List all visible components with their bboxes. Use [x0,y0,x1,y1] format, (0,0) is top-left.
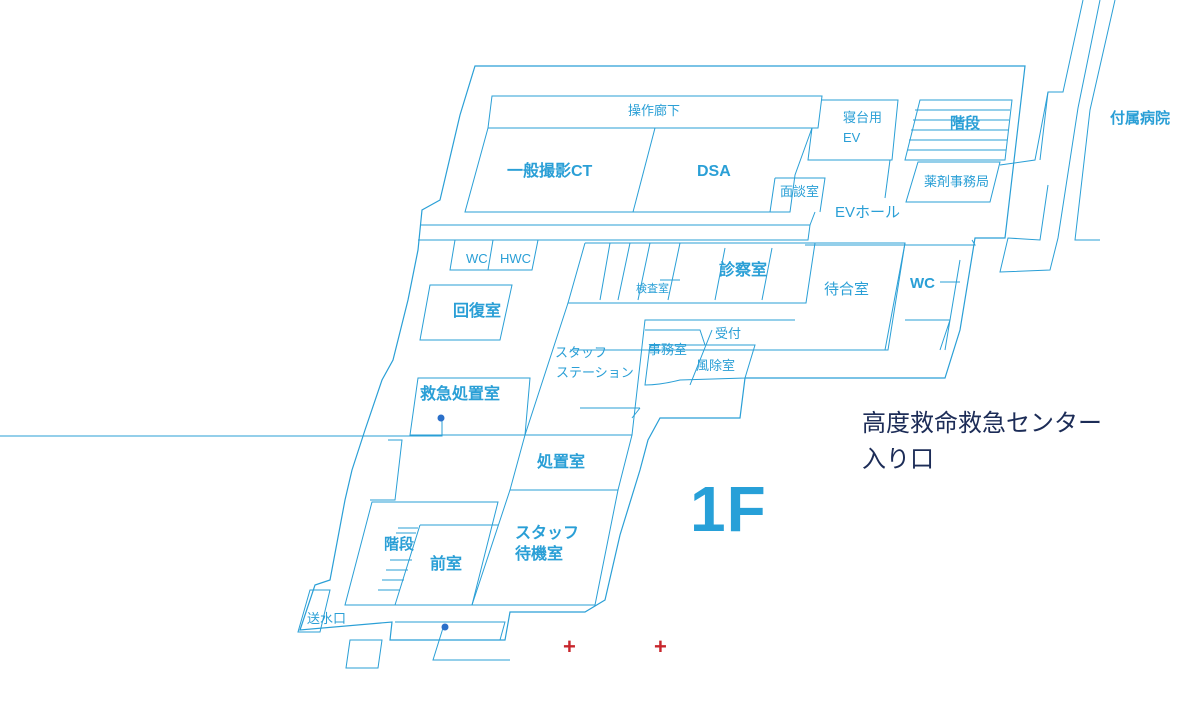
bed-ev-label-2: EV [843,130,861,145]
route-line-left [0,418,443,437]
annex-label: 付属病院 [1110,110,1171,127]
route-line-bottom [432,627,510,661]
exam-room: 診察室 [719,262,768,279]
waiting-room: 待合室 [824,281,870,298]
bed-ev-label-1: 寝台用 [843,110,883,125]
hwc-label: HWC [500,251,532,266]
staff-wait-label-1: スタッフ [515,525,580,542]
staff-station-label-1: スタッフ [555,345,608,360]
building-outline [299,65,1026,641]
wind-room-label: 風除室 [696,358,736,373]
anteroom-label: 前室 [430,556,463,573]
er-room: 救急処置室 [420,386,501,403]
entrance-line-1: 高度救命救急センター [862,410,1102,437]
medical-cross-icon: + [654,634,667,659]
wc-left-label: WC [466,251,488,266]
stairs-top-label: 階段 [950,115,981,132]
room-dsa: DSA [697,163,731,180]
location-pin-entrance [441,623,449,631]
staff-station-label-2: ステーション [556,365,634,380]
medical-cross-icon: + [563,634,576,659]
pharmacy-label: 薬剤事務局 [924,174,990,189]
stairs-bottom-label: 階段 [384,536,415,553]
wc-right-label: WC [910,275,935,292]
entrance-label: 高度救命救急センター 入り口 [862,406,1102,478]
corridor-label: 操作廊下 [628,103,681,118]
staff-wait-label-2: 待機室 [515,546,564,563]
interview-room: 面談室 [780,184,820,199]
corridor-band [487,95,823,129]
ev-hall-label: EVホール [835,204,901,221]
water-outlet-label: 送水口 [307,611,347,626]
office-label: 事務室 [648,342,688,357]
location-pin-er [437,414,445,422]
entrance-line-2: 入り口 [862,446,934,473]
room-ct: 一般撮影CT [507,163,593,180]
inspection-room: 検査室 [636,283,669,295]
recovery-room: 回復室 [453,303,502,320]
reception-label: 受付 [715,326,742,341]
floor-label: 1F [690,473,767,545]
treatment-room: 処置室 [537,454,586,471]
